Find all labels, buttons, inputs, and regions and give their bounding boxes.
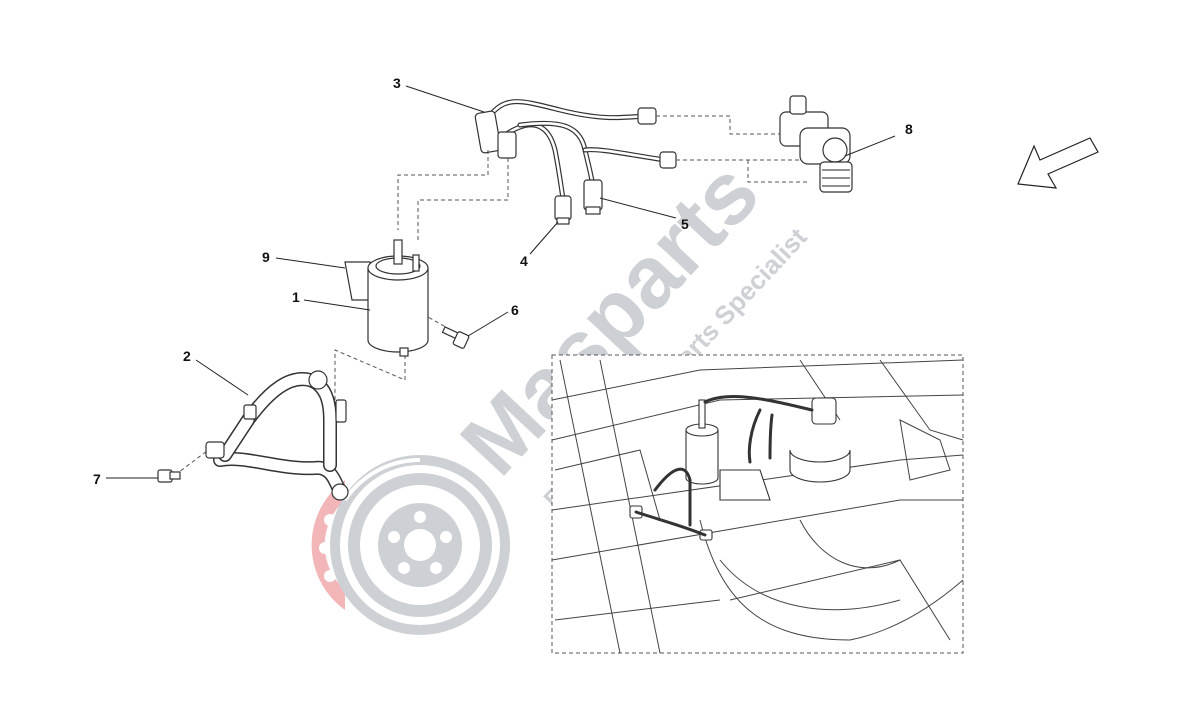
wiring-harness-part-3 — [474, 99, 677, 213]
connector-part-5 — [583, 179, 603, 215]
callout-2: 2 — [183, 348, 191, 364]
callout-7: 7 — [93, 471, 101, 487]
leader-lines — [106, 85, 896, 479]
hose-part-2 — [205, 370, 349, 501]
callout-8: 8 — [905, 121, 913, 137]
callout-1: 1 — [292, 289, 300, 305]
canister-part-1 — [344, 239, 429, 357]
bolt-part-6 — [441, 326, 470, 349]
callout-6: 6 — [511, 302, 519, 318]
connector-part-4 — [554, 195, 572, 225]
valve-part-8 — [779, 95, 853, 193]
direction-arrow-icon — [1017, 137, 1099, 189]
screw-part-7 — [157, 469, 181, 483]
brake-disc-icon — [311, 455, 510, 635]
callout-5: 5 — [681, 216, 689, 232]
callout-9: 9 — [262, 249, 270, 265]
callout-3: 3 — [393, 75, 401, 91]
callout-4: 4 — [520, 253, 528, 269]
inset-installation-view — [551, 354, 964, 654]
